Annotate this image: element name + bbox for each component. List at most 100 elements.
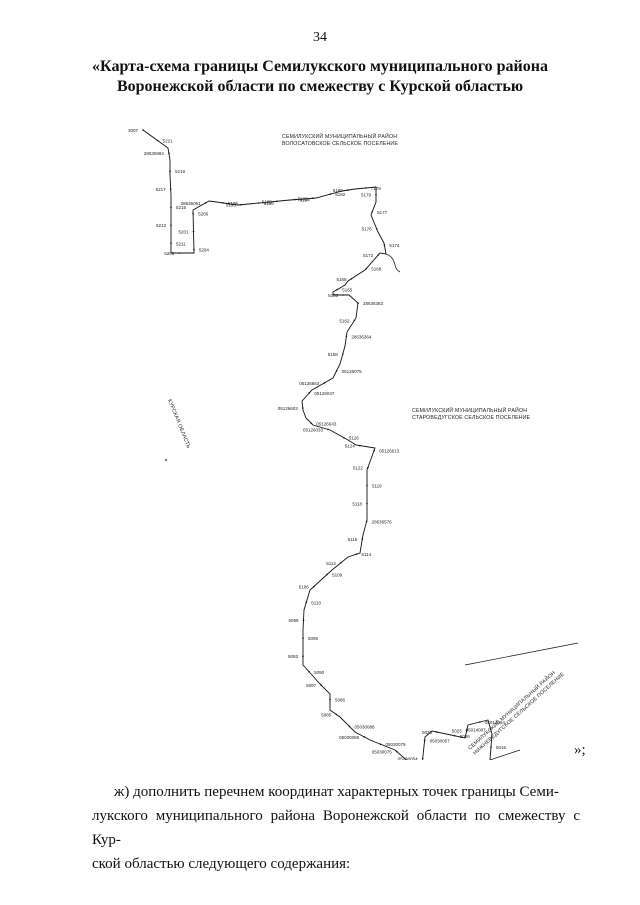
point-label: 05014064 (485, 720, 506, 725)
point-marker (302, 655, 304, 657)
boundary-map: 3007522128635984521952175215521352115208… (128, 128, 579, 761)
point-label: 5109 (332, 572, 343, 577)
point-marker (379, 743, 382, 745)
point-label: 05126613 (379, 449, 400, 454)
point-marker (490, 746, 492, 748)
point-label: 05030057 (430, 739, 451, 744)
title-line-1: «Карта-схема границы Семилукского муници… (92, 58, 548, 75)
point-label: 5201 (178, 230, 189, 235)
point-marker (396, 750, 398, 753)
point-marker (373, 449, 375, 452)
point-marker (320, 684, 323, 686)
point-label: 5023 (452, 729, 463, 734)
point-label: 05030086 (339, 735, 360, 740)
point-label: 5179 (361, 193, 372, 198)
point-marker (240, 203, 242, 206)
point-marker (348, 725, 351, 728)
point-label: 28636576 (372, 519, 393, 524)
point-label: 5099 (288, 618, 299, 623)
point-label: 05126075 (342, 369, 363, 374)
point-marker (377, 254, 380, 256)
point-marker (169, 188, 172, 190)
district-divider-2 (489, 749, 521, 760)
point-label: 5118 (352, 501, 362, 506)
point-label: 05126663 (299, 381, 320, 386)
point-marker (359, 444, 361, 447)
point-label: 05030054 (398, 757, 419, 761)
point-label: 5122 (353, 466, 364, 471)
region-mid-line-1: СЕМИЛУКСКИЙ МУНИЦИПАЛЬНЫЙ РАЙОН (412, 406, 527, 414)
point-label: 5112 (326, 561, 336, 566)
river-stroke (385, 253, 401, 273)
point-marker (340, 562, 342, 564)
point-marker (350, 278, 353, 280)
point-marker (465, 729, 468, 732)
point-label: 05126047 (314, 391, 335, 396)
point-label: 5116 (348, 537, 358, 542)
point-label: 3007 (128, 128, 139, 133)
point-marker (365, 267, 368, 270)
region-top-line-1: СЕМИЛУКСКИЙ МУНИЦИПАЛЬНЫЙ РАЙОН (282, 132, 397, 140)
stray-dot (165, 459, 167, 461)
point-label: 5183 (298, 196, 309, 201)
region-mid-line-2: СТАРОВЕДУГСКОЕ СЕЛЬСКОЕ ПОСЕЛЕНИЕ (412, 415, 531, 421)
point-marker (353, 319, 356, 322)
region-diag-line-2: НИЖНЕВЕДУГСКОЕ СЕЛЬСКОЕ ПОСЕЛЕНИЕ (472, 671, 566, 756)
point-marker (383, 244, 386, 246)
point-label: 28636061 (181, 201, 202, 206)
point-label: 28635984 (144, 151, 165, 156)
closing-quote: »; (574, 742, 586, 758)
point-marker (156, 139, 159, 142)
point-marker (178, 252, 181, 254)
point-marker (310, 422, 313, 425)
point-marker (204, 202, 207, 204)
title-line-2: Воронежской области по смежеству с Курск… (116, 78, 524, 95)
point-marker (308, 392, 311, 394)
point-marker (375, 193, 377, 196)
point-label: 5177 (377, 210, 388, 215)
point-label: 7179 (371, 186, 382, 191)
point-marker (335, 370, 338, 372)
point-marker (326, 573, 328, 576)
point-label: 5095 (308, 636, 319, 641)
point-label: 5124 (345, 444, 356, 449)
point-label: 5185 (262, 199, 273, 204)
point-marker (342, 294, 344, 296)
point-marker (365, 520, 368, 523)
point-label: 28636364 (351, 334, 372, 339)
point-marker (302, 619, 305, 621)
district-divider (464, 642, 579, 666)
point-marker (276, 200, 278, 203)
point-label: 5189 (264, 201, 275, 206)
point-marker (423, 739, 426, 742)
point-label: 5086 (335, 698, 346, 703)
paragraph-line-1: ж) дополнить перечнем координат характер… (114, 784, 559, 800)
point-marker (364, 187, 367, 189)
point-label: 5217 (156, 187, 167, 192)
point-label: 5114 (361, 552, 371, 557)
point-marker (170, 242, 172, 245)
point-label: 5126 (349, 436, 360, 441)
point-label: 5158 (328, 352, 339, 357)
point-label: 5110 (311, 600, 321, 605)
point-marker (142, 129, 144, 131)
point-label: 5026 (460, 734, 471, 739)
point-label: 5090 (314, 670, 325, 675)
point-label: 5184 (300, 198, 311, 203)
point-label: 5093 (288, 654, 299, 659)
point-marker (421, 757, 424, 760)
point-label: 5208 (164, 251, 175, 256)
point-label: 5163 (328, 293, 339, 298)
point-marker (258, 202, 260, 204)
point-marker (342, 353, 344, 355)
point-marker (489, 728, 492, 731)
point-label: 05126643 (316, 421, 337, 426)
point-marker (367, 466, 369, 469)
point-label: 5119 (372, 483, 382, 488)
point-label: 5174 (389, 243, 400, 248)
point-label: 5028 (422, 730, 433, 735)
point-marker (313, 585, 315, 588)
point-label: 05126033 (303, 427, 324, 432)
point-marker (479, 721, 481, 723)
point-marker (343, 436, 345, 439)
